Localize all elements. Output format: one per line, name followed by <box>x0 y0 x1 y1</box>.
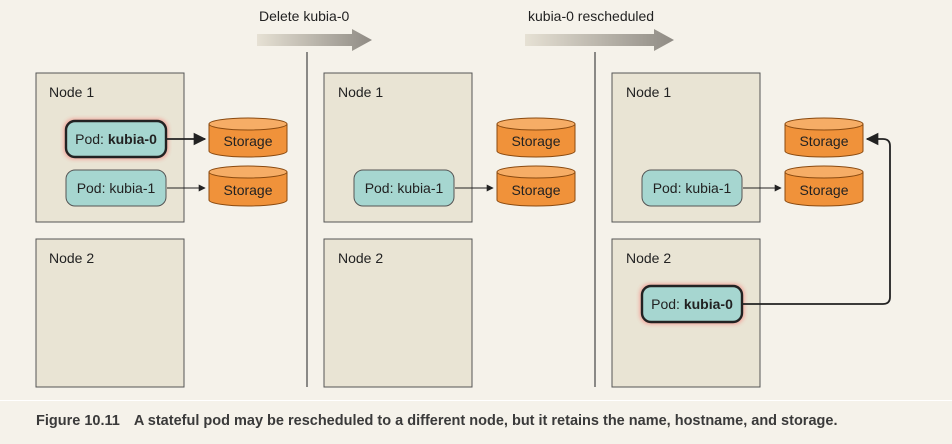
node1-label: Node 1 <box>49 84 94 100</box>
storage-label: Storage <box>799 133 848 149</box>
pod-kubia-1-label: Pod: kubia-1 <box>77 180 156 196</box>
pod-kubia-1 <box>641 169 743 207</box>
node2-label: Node 2 <box>626 250 671 266</box>
step-reschedule: kubia-0 rescheduled <box>525 8 674 51</box>
pod-kubia-1-label: Pod: kubia-1 <box>365 180 444 196</box>
panel-rescheduled: Node 1 Node 2 Pod: kubia-1 Pod: kubia-0 … <box>611 72 891 388</box>
node2-label: Node 2 <box>49 250 94 266</box>
panel-before: Node 1 Node 2 Pod: kubia-0 Pod: kubia-1 … <box>35 72 288 388</box>
storage-volume-1: Storage <box>784 165 864 207</box>
pod-kubia-1 <box>65 169 167 207</box>
step-reschedule-arrow <box>525 29 674 51</box>
step-delete-arrow <box>257 29 372 51</box>
step-delete-label: Delete kubia-0 <box>259 8 349 24</box>
node2-label: Node 2 <box>338 250 383 266</box>
storage-volume-0: Storage <box>496 117 576 158</box>
panel-deleted: Node 1 Node 2 Pod: kubia-1 Storage Stora… <box>323 72 576 388</box>
pod-kubia-0-label: Pod: kubia-0 <box>651 296 733 312</box>
storage-volume-1: Storage <box>496 165 576 207</box>
node2-box <box>35 238 185 388</box>
storage-volume-0: Storage <box>208 117 288 158</box>
storage-label: Storage <box>223 182 272 198</box>
step-reschedule-label: kubia-0 rescheduled <box>528 8 654 24</box>
figure-caption: Figure 10.11 A stateful pod may be resche… <box>36 413 936 429</box>
step-delete: Delete kubia-0 <box>257 8 372 51</box>
caption-divider <box>0 400 952 401</box>
node1-label: Node 1 <box>626 84 671 100</box>
statefulset-reschedule-diagram: Delete kubia-0 kubia-0 rescheduled Node … <box>35 8 891 388</box>
storage-volume-0: Storage <box>784 117 864 158</box>
node2-box <box>323 238 473 388</box>
pod-kubia-0 <box>64 119 168 159</box>
figure-number: Figure 10.11 <box>36 413 120 429</box>
pod-kubia-0 <box>640 284 744 324</box>
node1-label: Node 1 <box>338 84 383 100</box>
storage-label: Storage <box>223 133 272 149</box>
pod-kubia-1 <box>353 169 455 207</box>
connector-kubia-0-storage <box>743 132 891 305</box>
storage-label: Storage <box>511 182 560 198</box>
storage-label: Storage <box>799 182 848 198</box>
pod-kubia-1-label: Pod: kubia-1 <box>653 180 732 196</box>
caption-text: A stateful pod may be rescheduled to a d… <box>133 413 838 429</box>
pod-kubia-0-label: Pod: kubia-0 <box>75 131 157 147</box>
storage-volume-1: Storage <box>208 165 288 207</box>
storage-label: Storage <box>511 133 560 149</box>
